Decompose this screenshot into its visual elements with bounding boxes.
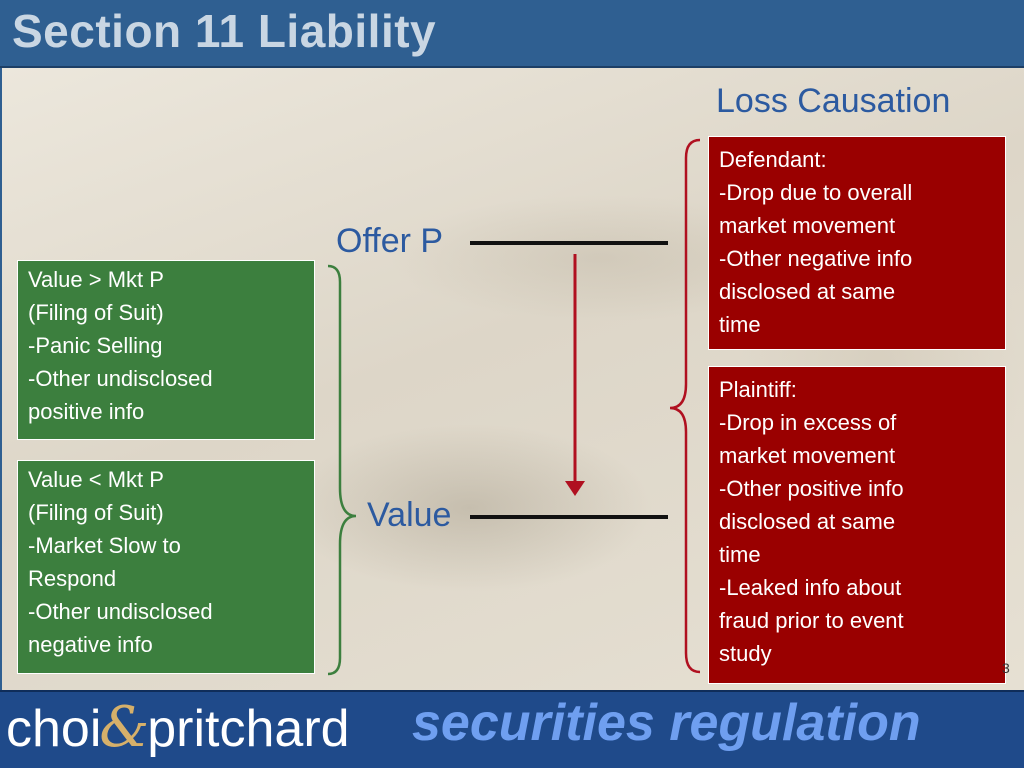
value-label: Value	[367, 496, 452, 534]
left-border	[0, 68, 2, 690]
title-bar: Section 11 Liability	[0, 0, 1024, 68]
diagram-lines	[327, 138, 701, 676]
loss-causation-heading: Loss Causation	[716, 82, 951, 120]
brand-right: pritchard	[147, 700, 350, 758]
defendant-box: Defendant: -Drop due to overall market m…	[708, 136, 1006, 350]
drop-arrow-head	[565, 481, 585, 496]
value-less-box: Value < Mkt P (Filing of Suit) -Market S…	[17, 460, 315, 674]
plaintiff-box: Plaintiff: -Drop in excess of market mov…	[708, 366, 1006, 684]
slide-title: Section 11 Liability	[12, 5, 437, 57]
right-brace	[669, 138, 701, 674]
value-greater-box: Value > Mkt P (Filing of Suit) -Panic Se…	[17, 260, 315, 440]
course-subject: securities regulation	[412, 694, 921, 752]
slide-content: Loss Causation Offer P Value Value > Mkt…	[0, 68, 1024, 690]
footer-banner: choi&pritchard securities regulation	[0, 690, 1024, 768]
left-brace	[327, 264, 357, 676]
brand-logo: choi&pritchard	[6, 695, 350, 760]
offer-price-label: Offer P	[336, 222, 444, 260]
page-number: 3	[1002, 660, 1010, 676]
brand-ampersand: &	[99, 695, 150, 760]
brand-left: choi	[6, 700, 102, 758]
